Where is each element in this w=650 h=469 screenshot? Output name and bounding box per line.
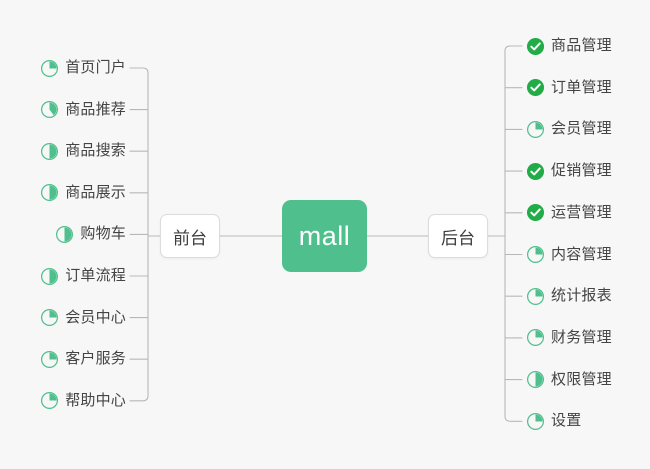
leaf-node-label: 购物车 [80, 225, 126, 243]
leaf-node-label: 客户服务 [65, 350, 126, 368]
pie-quarter-icon [526, 287, 545, 306]
leaf-node-right-7[interactable]: 财务管理 [526, 325, 612, 351]
check-circle-icon [526, 162, 545, 181]
pie-quarter-icon [40, 350, 59, 369]
leaf-node-right-8[interactable]: 权限管理 [526, 367, 612, 393]
leaf-node-label: 权限管理 [551, 370, 612, 388]
check-circle-icon [526, 37, 545, 56]
leaf-node-label: 订单流程 [65, 267, 126, 284]
leaf-node-left-8[interactable]: 帮助中心 [40, 388, 126, 414]
leaf-node-left-0[interactable]: 首页门户 [40, 55, 126, 81]
leaf-node-left-5[interactable]: 订单流程 [40, 263, 126, 289]
check-circle-icon [526, 203, 545, 222]
leaf-node-left-4[interactable]: 购物车 [55, 221, 126, 247]
leaf-node-label: 会员管理 [551, 120, 612, 138]
leaf-node-right-3[interactable]: 促销管理 [526, 158, 612, 184]
leaf-node-left-3[interactable]: 商品展示 [40, 180, 126, 206]
pie-quarter-icon [40, 308, 59, 327]
leaf-node-label: 商品管理 [551, 37, 612, 54]
leaf-node-label: 订单管理 [551, 78, 612, 96]
leaf-node-right-0[interactable]: 商品管理 [526, 33, 612, 59]
pie-quarter-icon [526, 412, 545, 431]
node-front-office-label: 前台 [173, 228, 207, 248]
check-circle-icon [526, 78, 545, 97]
leaf-node-label: 促销管理 [551, 162, 612, 180]
node-back-office-label: 后台 [441, 228, 475, 248]
leaf-node-right-9[interactable]: 设置 [526, 408, 581, 434]
leaf-node-right-5[interactable]: 内容管理 [526, 242, 612, 268]
leaf-node-left-6[interactable]: 会员中心 [40, 305, 126, 331]
pie-quarter-icon [40, 59, 59, 78]
leaf-node-left-1[interactable]: 商品推荐 [40, 97, 126, 123]
leaf-node-left-7[interactable]: 客户服务 [40, 346, 126, 372]
leaf-node-label: 运营管理 [551, 203, 612, 221]
node-root-mall[interactable]: mall [282, 200, 367, 272]
node-front-office[interactable]: 前台 [160, 214, 220, 258]
leaf-node-label: 财务管理 [551, 328, 612, 346]
leaf-node-label: 会员中心 [65, 308, 126, 326]
pie-half-icon [40, 142, 59, 161]
leaf-node-label: 内容管理 [551, 245, 612, 263]
leaf-node-right-4[interactable]: 运营管理 [526, 200, 612, 226]
leaf-node-label: 首页门户 [65, 59, 126, 76]
leaf-node-label: 商品推荐 [65, 100, 126, 118]
pie-quarter-icon [526, 328, 545, 347]
pie-two-fifths-icon [40, 100, 59, 119]
leaf-node-label: 设置 [551, 412, 582, 430]
pie-quarter-icon [40, 391, 59, 410]
pie-half-icon [40, 183, 59, 202]
pie-quarter-icon [526, 245, 545, 264]
pie-quarter-icon [526, 120, 545, 139]
node-back-office[interactable]: 后台 [428, 214, 488, 258]
leaf-node-label: 商品展示 [65, 183, 126, 201]
leaf-node-right-1[interactable]: 订单管理 [526, 75, 612, 101]
leaf-node-label: 帮助中心 [65, 391, 126, 409]
leaf-node-right-6[interactable]: 统计报表 [526, 283, 612, 309]
pie-half-icon [40, 267, 59, 286]
leaf-node-label: 统计报表 [551, 287, 612, 305]
pie-half-icon [55, 225, 74, 244]
pie-half-icon [526, 370, 545, 389]
leaf-node-right-2[interactable]: 会员管理 [526, 116, 612, 142]
leaf-node-label: 商品搜索 [65, 142, 126, 160]
node-root-mall-label: mall [298, 220, 351, 251]
leaf-node-left-2[interactable]: 商品搜索 [40, 138, 126, 164]
